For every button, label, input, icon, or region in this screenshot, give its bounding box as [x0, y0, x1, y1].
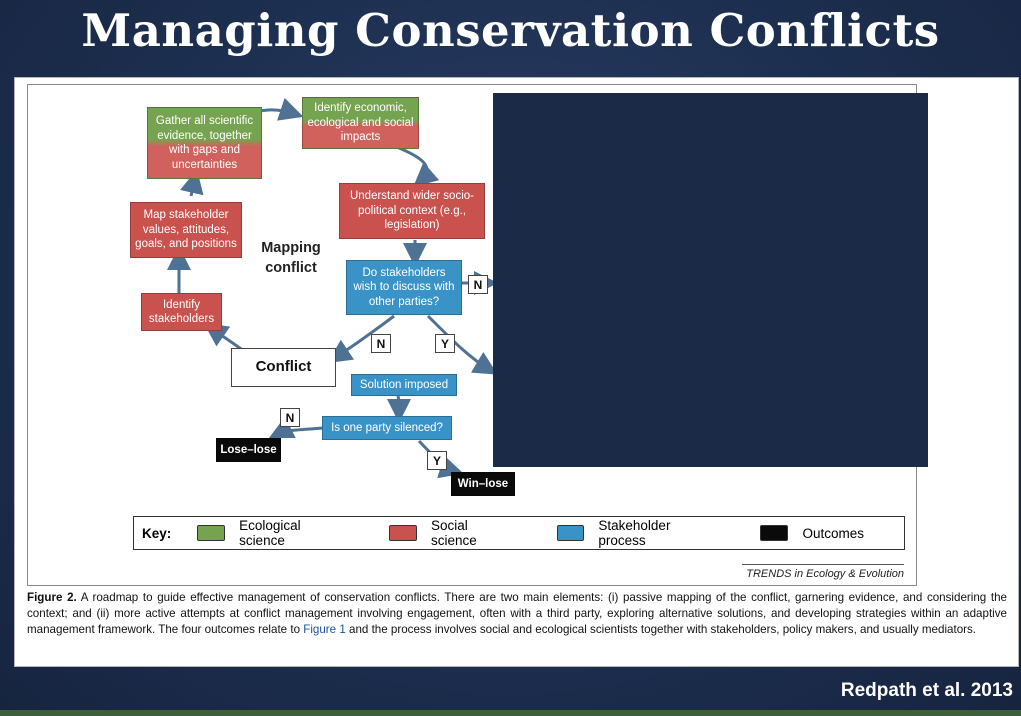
caption-label: Figure 2.: [27, 591, 77, 604]
legend-label-social: Social science: [431, 518, 477, 548]
legend-label-stakeholder: Stakeholder process: [598, 518, 671, 548]
citation: Redpath et al. 2013: [840, 680, 1013, 701]
arrow-impacts-to-context: [393, 144, 440, 187]
node-solution-imposed: Solution imposed: [351, 374, 457, 396]
node-conflict: Conflict: [231, 348, 336, 387]
legend-item-stakeholder: Stakeholder process: [556, 518, 721, 548]
legend-title: Key:: [142, 525, 172, 541]
swatch-stakeholder: [556, 525, 585, 541]
legend-item-social: Social science: [389, 518, 516, 548]
node-map-values: Map stakeholder values, attitudes, goals…: [130, 202, 242, 258]
swatch-outcomes: [760, 525, 789, 541]
mapping-conflict-label: Mapping conflict: [251, 238, 331, 278]
swatch-ecological: [197, 525, 226, 541]
label-no-silenced: N: [280, 408, 300, 427]
node-discuss-question: Do stakeholders wish to discuss with oth…: [346, 260, 462, 315]
arrow-map-to-evidence: [180, 169, 204, 197]
label-yes-discuss: Y: [435, 334, 455, 353]
legend: Key: Ecological science Social science S…: [133, 516, 905, 550]
node-win-lose: Win–lose: [451, 472, 515, 496]
mapping-label-line2: conflict: [265, 260, 317, 276]
legend-item-outcomes: Outcomes: [760, 525, 864, 541]
figure-caption: Figure 2. A roadmap to guide effective m…: [27, 590, 1007, 638]
node-identify-stakeholders: Identify stakeholders: [141, 293, 222, 331]
arrow-discuss-to-conflict: [327, 314, 395, 363]
arrow-imposed-to-silenced: [387, 395, 412, 423]
redaction-overlay: [493, 93, 928, 467]
caption-figure-link[interactable]: Figure 1: [303, 623, 346, 636]
label-yes-silenced: Y: [427, 451, 447, 470]
node-party-silenced: Is one party silenced?: [322, 416, 452, 440]
caption-text-2: and the process involves social and ecol…: [345, 623, 977, 636]
node-identify-impacts: Identify economic, ecological and social…: [302, 97, 419, 149]
slide-title: Managing Conservation Conflicts: [81, 4, 940, 57]
source-credit: TRENDS in Ecology & Evolution: [742, 564, 904, 580]
mapping-label-line1: Mapping: [261, 240, 321, 256]
node-gather-evidence: Gather all scientific evidence, together…: [147, 107, 262, 179]
label-no-conflict: N: [371, 334, 391, 353]
arrow-discuss-y: [426, 314, 498, 375]
node-lose-lose: Lose–lose: [216, 438, 281, 462]
legend-label-ecological: Ecological science: [239, 518, 301, 548]
caption-text-1: A roadmap to guide effective management …: [27, 591, 1007, 636]
swatch-social: [389, 525, 417, 541]
arrow-silenced-to-loselose: [268, 416, 324, 439]
legend-item-ecological: Ecological science: [197, 518, 349, 548]
label-no-discuss: N: [468, 275, 488, 294]
legend-label-outcomes: Outcomes: [802, 525, 864, 541]
figure-panel: Identify economic, ecological and social…: [14, 77, 1019, 667]
bottom-strip: [0, 710, 1021, 716]
node-understand-context: Understand wider socio-political context…: [339, 183, 485, 239]
